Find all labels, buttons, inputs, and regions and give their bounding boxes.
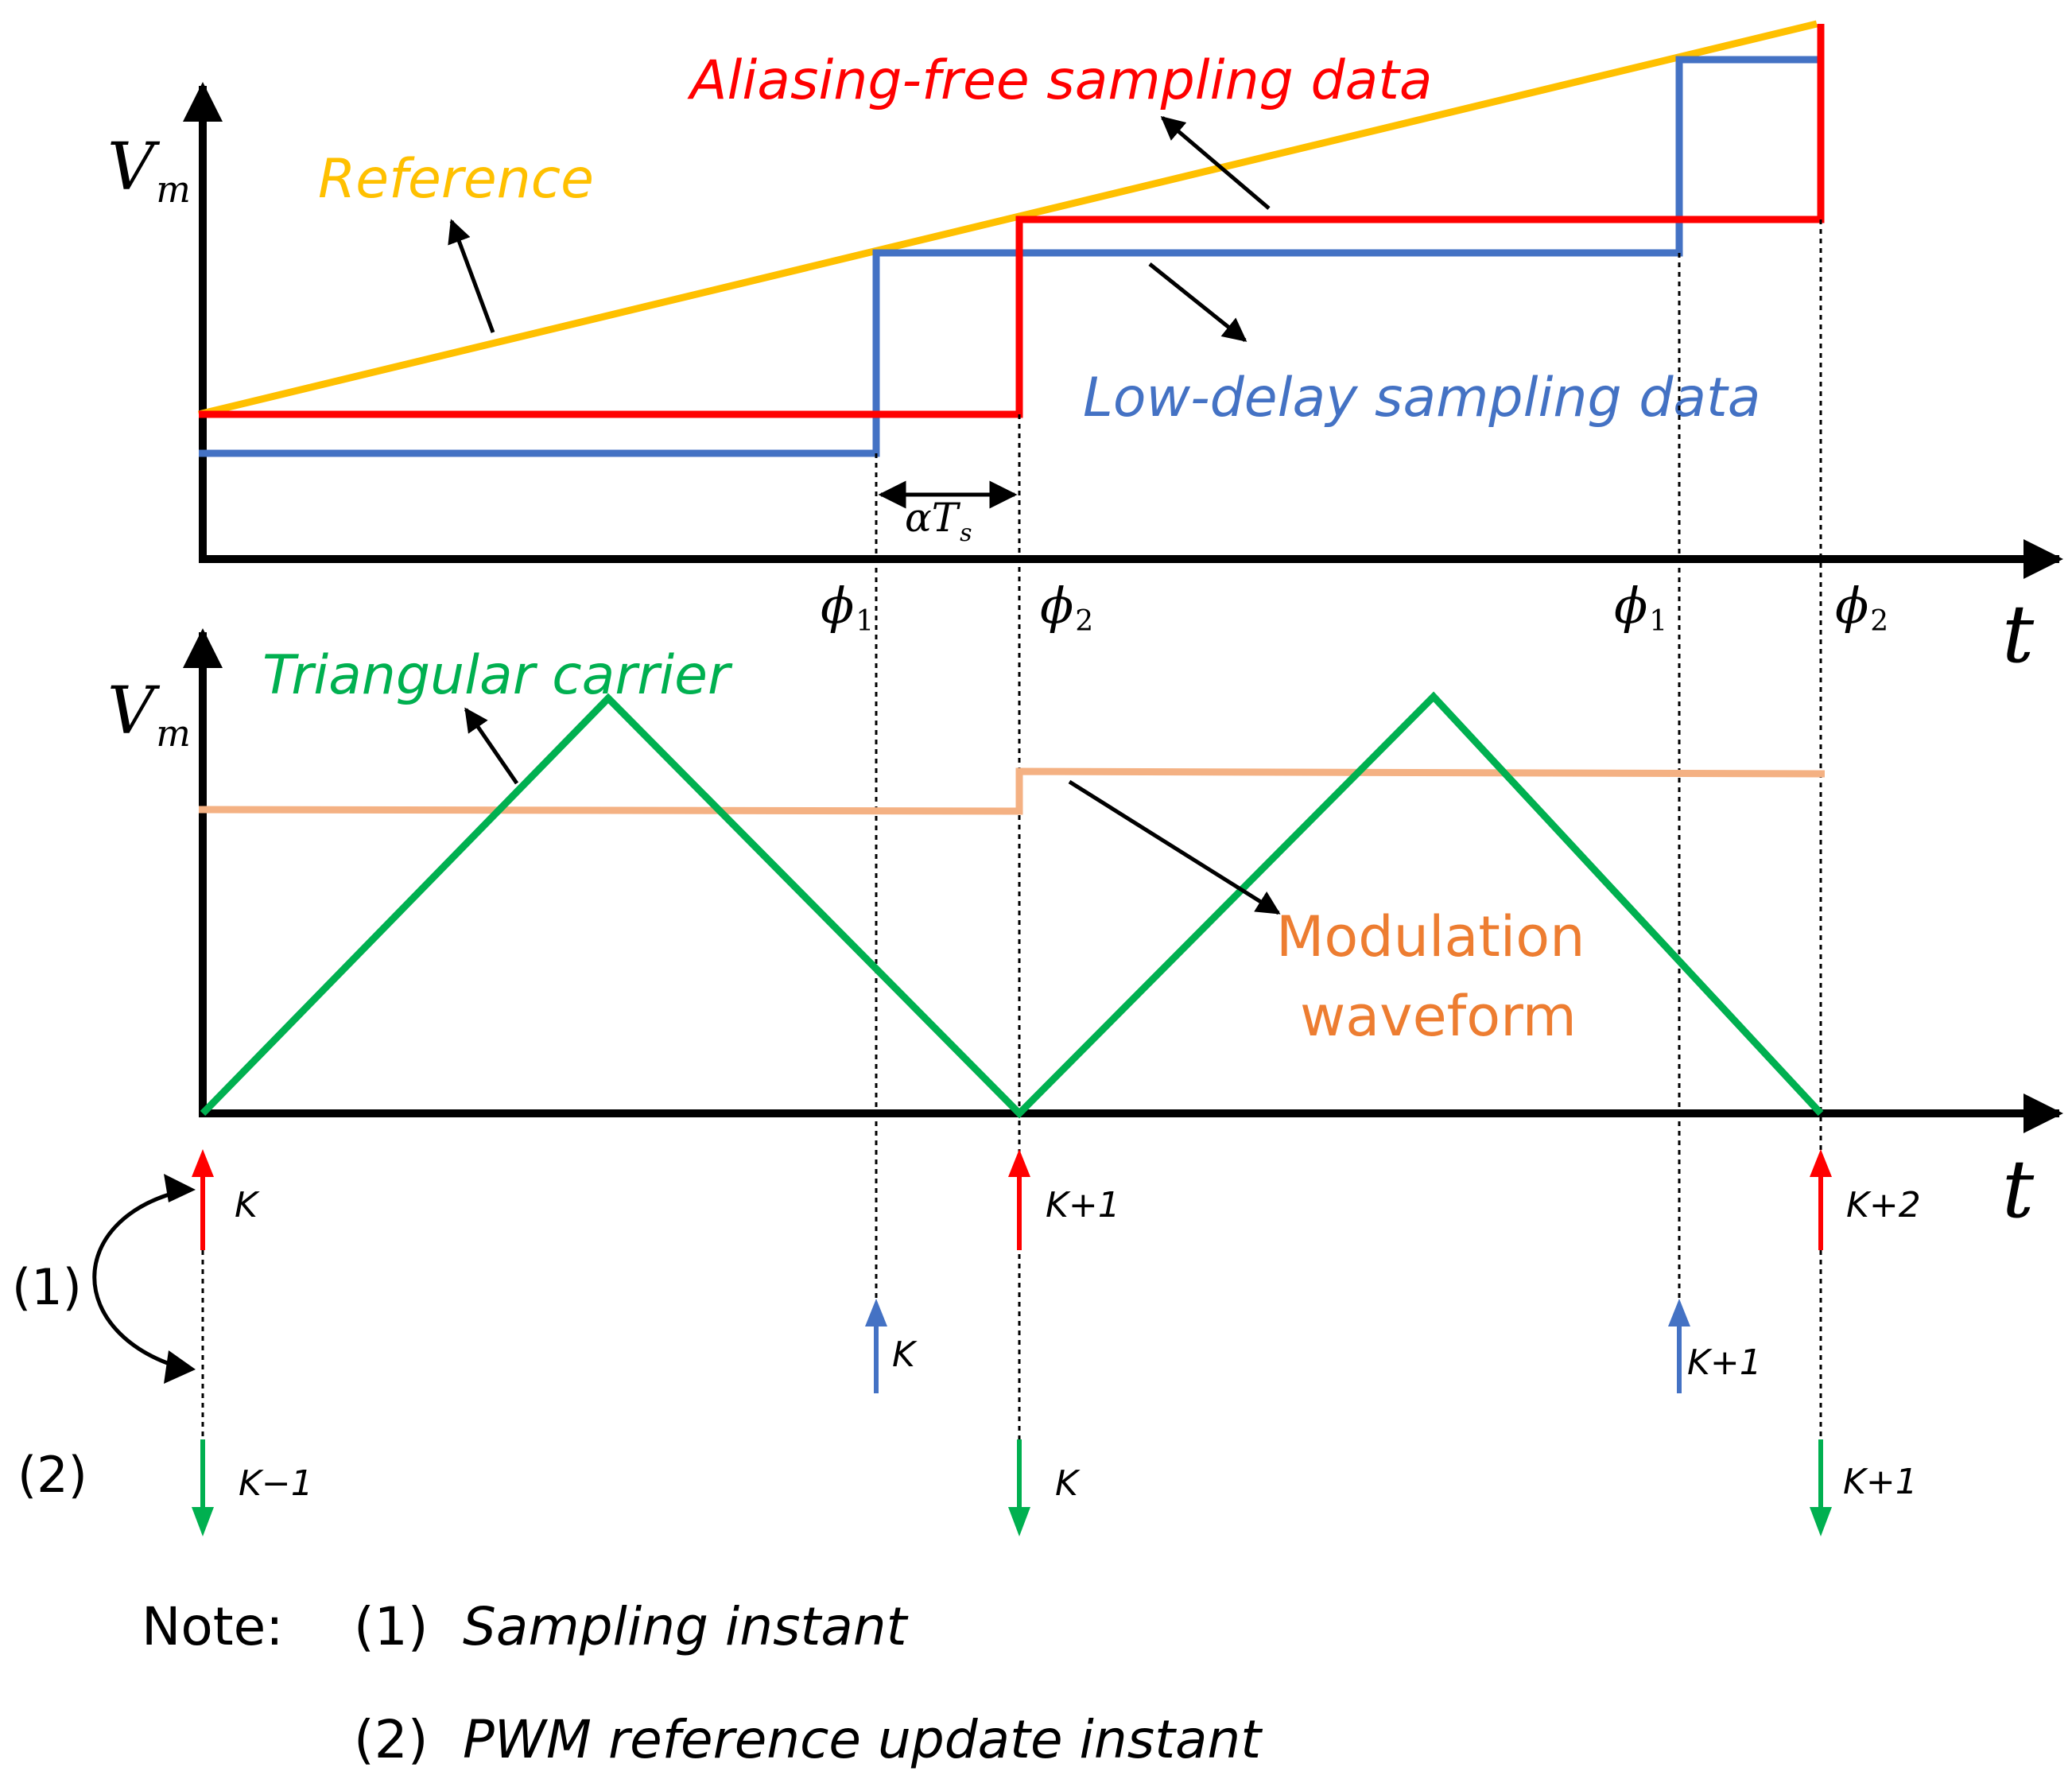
reference-label: Reference [318,148,594,211]
modulation-waveform-line [198,767,1826,815]
green-update-label-0: K−1 [239,1463,313,1504]
modulation-pointer-arrow [1068,779,1281,915]
top-y-axis-label: Vm [107,130,191,211]
note-item2-text: PWM reference update instant [463,1709,1263,1770]
note-item1-number: (1) [354,1596,429,1657]
sampling-arrow-blue-k [865,1299,887,1393]
carrier-pointer-arrow [464,707,519,785]
low-delay-pointer-arrow [1148,262,1247,342]
update-arrow-green-k [1008,1439,1030,1536]
bottom-t-axis-label: t [2002,1143,2035,1236]
phase-label-phi1-a: ϕ1 [821,577,874,638]
red-sample-label-1: K+1 [1046,1185,1120,1225]
green-update-label-1: K [1055,1463,1081,1504]
delay-label: αTs [905,495,972,547]
event-markers: K K+1 K+2 K K+1 K−1 K K+1 [12,1149,1921,1536]
reference-line [197,20,1818,418]
update-arrow-green-k1 [1810,1439,1832,1536]
sampling-bracket-arrowhead-bottom [164,1350,196,1384]
bottom-y-axis-label: Vm [107,674,191,755]
modulation-label-line1: Modulation [1276,904,1585,969]
aliasing-free-sampling-line [199,24,1825,418]
phase-label-phi2-b: ϕ2 [1835,577,1888,638]
sampling-arrow-red-k [192,1149,214,1250]
top-plot: Vm t Reference Aliasing-free sampling da… [107,20,2063,681]
marker-1-label: (1) [12,1258,82,1316]
carrier-label: Triangular carrier [262,644,733,707]
sampling-arrow-red-k2 [1810,1149,1832,1250]
aliasing-free-label: Aliasing-free sampling data [687,49,1433,112]
bottom-plot: Vm t Triangular carrier Modulation wavef… [107,628,2063,1236]
blue-sample-label-0: K [892,1334,918,1375]
sampling-bracket-curve [92,1187,188,1372]
phase-label-phi1-b: ϕ1 [1614,577,1667,638]
note-block: Note: (1) Sampling instant (2) PWM refer… [142,1596,1263,1770]
sampling-bracket-arrowhead-top [164,1174,196,1202]
aliasing-free-pointer-arrow [1160,116,1271,210]
sampling-arrow-red-k1 [1008,1149,1030,1250]
red-sample-label-2: K+2 [1846,1185,1921,1225]
phase-label-phi2-a: ϕ2 [1040,577,1093,638]
triangular-carrier-line [200,691,1824,1119]
green-update-label-2: K+1 [1843,1462,1918,1502]
low-delay-sampling-line [199,56,1823,457]
low-delay-label: Low-delay sampling data [1083,367,1760,429]
red-sample-label-0: K [235,1185,260,1225]
note-title: Note: [142,1596,283,1657]
modulation-label-line2: waveform [1300,984,1577,1049]
top-t-axis-label: t [2002,588,2035,681]
note-item1-text: Sampling instant [463,1596,909,1657]
reference-pointer-arrow [448,219,495,333]
sampling-arrow-blue-k1 [1668,1299,1690,1393]
note-item2-number: (2) [354,1709,429,1770]
dotted-guides [201,219,1822,1439]
blue-sample-label-1: K+1 [1687,1342,1762,1383]
marker-2-label: (2) [17,1446,87,1504]
update-arrow-green-km1 [192,1439,214,1536]
